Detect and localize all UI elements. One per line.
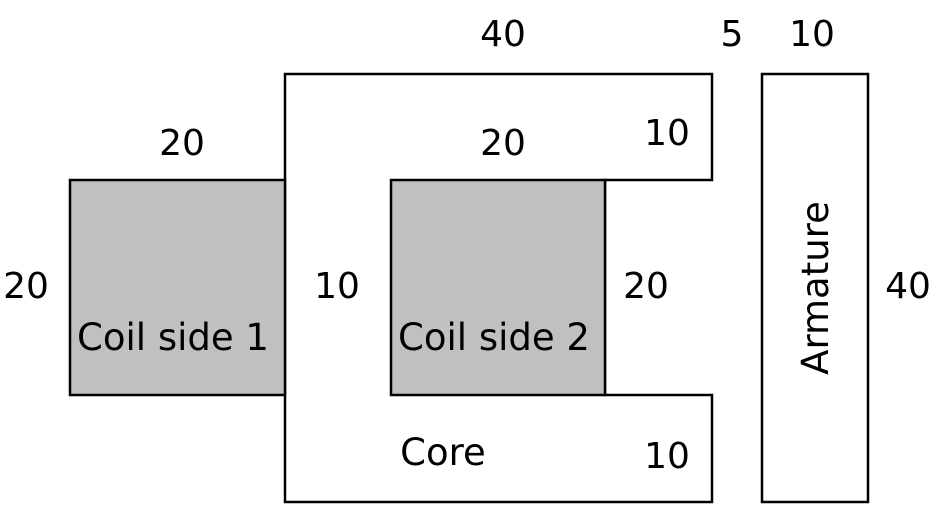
dim-coil1-height: 20 (3, 266, 49, 307)
dim-core-width-top: 40 (480, 14, 526, 55)
coil-side-2-label: Coil side 2 (398, 316, 590, 359)
dim-armature-height: 40 (885, 266, 931, 307)
dim-coil1-width: 20 (159, 123, 205, 164)
armature-label: Armature (794, 201, 837, 375)
coil-side-1-rect (68, 178, 287, 397)
dim-slot-height: 20 (623, 266, 669, 307)
dim-slot-width: 20 (480, 123, 526, 164)
armature-rect (760, 72, 870, 504)
coil-side-2-rect (389, 178, 607, 397)
dim-gap: 5 (721, 14, 744, 55)
dim-armature-width: 10 (789, 14, 835, 55)
dim-bottom-flange: 10 (644, 436, 690, 477)
core-label: Core (400, 431, 486, 474)
coil-side-1-label: Coil side 1 (77, 316, 269, 359)
dim-top-flange: 10 (644, 113, 690, 154)
dim-center-leg: 10 (314, 266, 360, 307)
